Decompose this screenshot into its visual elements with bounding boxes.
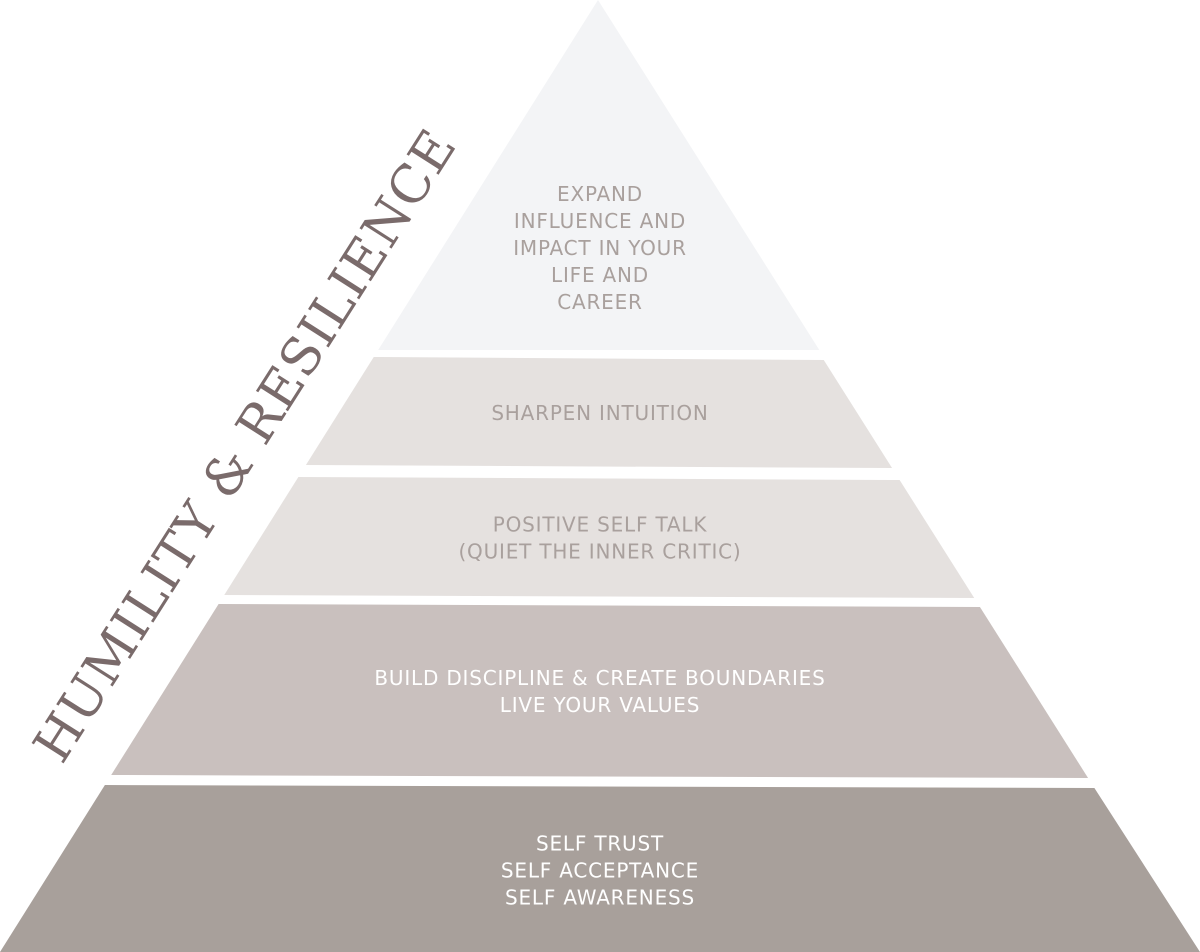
pyramid-tier-1 xyxy=(378,0,820,350)
pyramid-tier-1-line: INFLUENCE AND xyxy=(514,209,686,233)
pyramid-tier-5-line: SELF TRUST xyxy=(536,832,664,856)
pyramid-tier-3-line: (QUIET THE INNER CRITIC) xyxy=(458,540,741,564)
pyramid-tier-2-text: SHARPEN INTUITION xyxy=(491,401,708,425)
pyramid-tier-2-line: SHARPEN INTUITION xyxy=(491,401,708,425)
pyramid-tier-1-line: EXPAND xyxy=(557,182,643,206)
pyramid-tier-5-line: SELF ACCEPTANCE xyxy=(501,859,699,883)
pyramid-tier-3-text: POSITIVE SELF TALK (QUIET THE INNER CRITI… xyxy=(458,513,741,564)
pyramid-tier-4 xyxy=(111,604,1089,778)
pyramid-tier-2 xyxy=(305,357,893,468)
pyramid-tier-5-line: SELF AWARENESS xyxy=(505,886,695,910)
pyramid-tier-1-line: CAREER xyxy=(557,290,643,314)
pyramid-tier-1-line: IMPACT IN YOUR xyxy=(513,236,687,260)
pyramid-tier-1-text: EXPAND INFLUENCE AND IMPACT IN YOUR LIFE AN… xyxy=(513,182,687,314)
pyramid-tier-4-line: LIVE YOUR VALUES xyxy=(500,693,700,717)
pyramid-tier-3 xyxy=(224,477,975,598)
pyramid-tier-3-line: POSITIVE SELF TALK xyxy=(493,513,708,537)
pyramid-tier-1-line: LIFE AND xyxy=(551,263,649,287)
pyramid-tier-5 xyxy=(0,785,1200,952)
pyramid-tier-4-line: BUILD DISCIPLINE & CREATE BOUNDARIES xyxy=(374,666,825,690)
pyramid-tier-5-text: SELF TRUST SELF ACCEPTANCE SELF AWARENESS xyxy=(501,832,699,910)
pyramid-tier-4-text: BUILD DISCIPLINE & CREATE BOUNDARIES LIVE… xyxy=(374,666,825,717)
